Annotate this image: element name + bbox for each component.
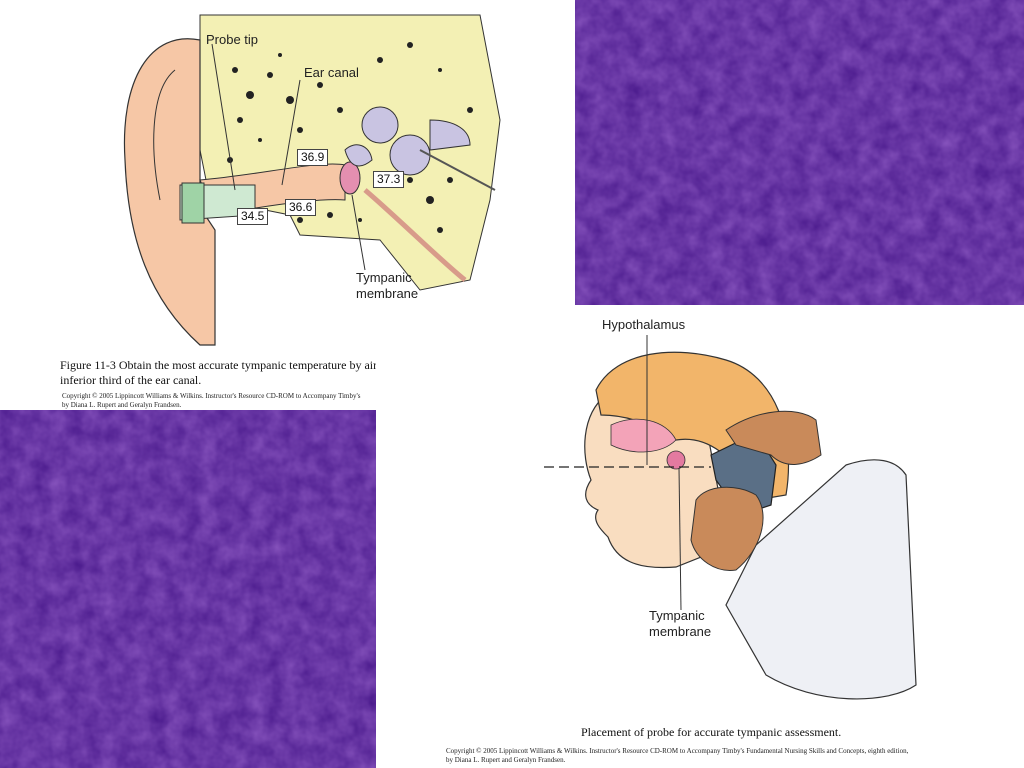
- inner-ear-structures: [344, 106, 471, 176]
- auricle-fold: [153, 69, 176, 201]
- bone-porous-texture: [227, 42, 473, 233]
- temperature-box: 34.5: [237, 208, 269, 225]
- head-probe-placement-figure: Hypothalamus Tympanic membrane Placement…: [376, 305, 1024, 768]
- head-figure-copyright-line2: by Diana L. Rupert and Geralyn Frandsen.: [446, 756, 566, 764]
- examiner-coat-sleeve: [725, 459, 917, 700]
- probe-body: [181, 182, 205, 224]
- label-tympanic-membrane-line1: Tympanic: [356, 270, 412, 285]
- examiner-upper-hand: [725, 410, 822, 465]
- leader-lines: [211, 43, 366, 271]
- head-figure-copyright-line1: Copyright © 2005 Lippincott Williams & W…: [446, 747, 909, 755]
- label-tympanic-membrane-line2: membrane: [356, 286, 419, 301]
- label-ear-canal: Ear canal: [304, 65, 359, 80]
- ear-figure-copyright-line2: by Diana L. Rupert and Geralyn Frandsen.: [62, 401, 182, 409]
- ear-structure: [666, 450, 686, 470]
- head-probe-illustration: [544, 335, 917, 700]
- purple-texture: [0, 410, 376, 768]
- auditory-nerve: [419, 149, 496, 191]
- purple-texture-panel-top-right: [575, 0, 1024, 305]
- head-figure-caption: Placement of probe for accurate tympanic…: [581, 725, 842, 739]
- purple-texture-panel-bottom-left: [0, 410, 376, 768]
- ear-anatomy-illustration: [123, 14, 501, 346]
- purple-texture: [575, 0, 1024, 305]
- temperature-box: 36.9: [297, 149, 329, 166]
- label-probe-tip: Probe tip: [206, 32, 259, 47]
- auricle: [123, 38, 216, 346]
- ear-figure-copyright-line1: Copyright © 2005 Lippincott Williams & W…: [62, 392, 361, 400]
- tympanic-leader-line: [678, 467, 682, 611]
- label-tympanic-membrane-line1: Tympanic: [649, 608, 705, 623]
- label-tympanic-membrane-line2: membrane: [649, 624, 712, 639]
- brain-region: [610, 418, 677, 453]
- eustachian-tube: [363, 188, 467, 282]
- label-hypothalamus: Hypothalamus: [602, 317, 686, 332]
- tympanic-membrane-shape: [339, 161, 361, 195]
- temperature-box: 37.3: [373, 171, 405, 188]
- temperature-box: 36.6: [285, 199, 317, 216]
- examiner-lower-hand: [690, 486, 764, 571]
- ear-figure-caption-line1: Figure 11-3 Obtain the most accurate tym…: [60, 358, 392, 372]
- ear-figure-caption-line2: inferior third of the ear canal.: [60, 373, 202, 387]
